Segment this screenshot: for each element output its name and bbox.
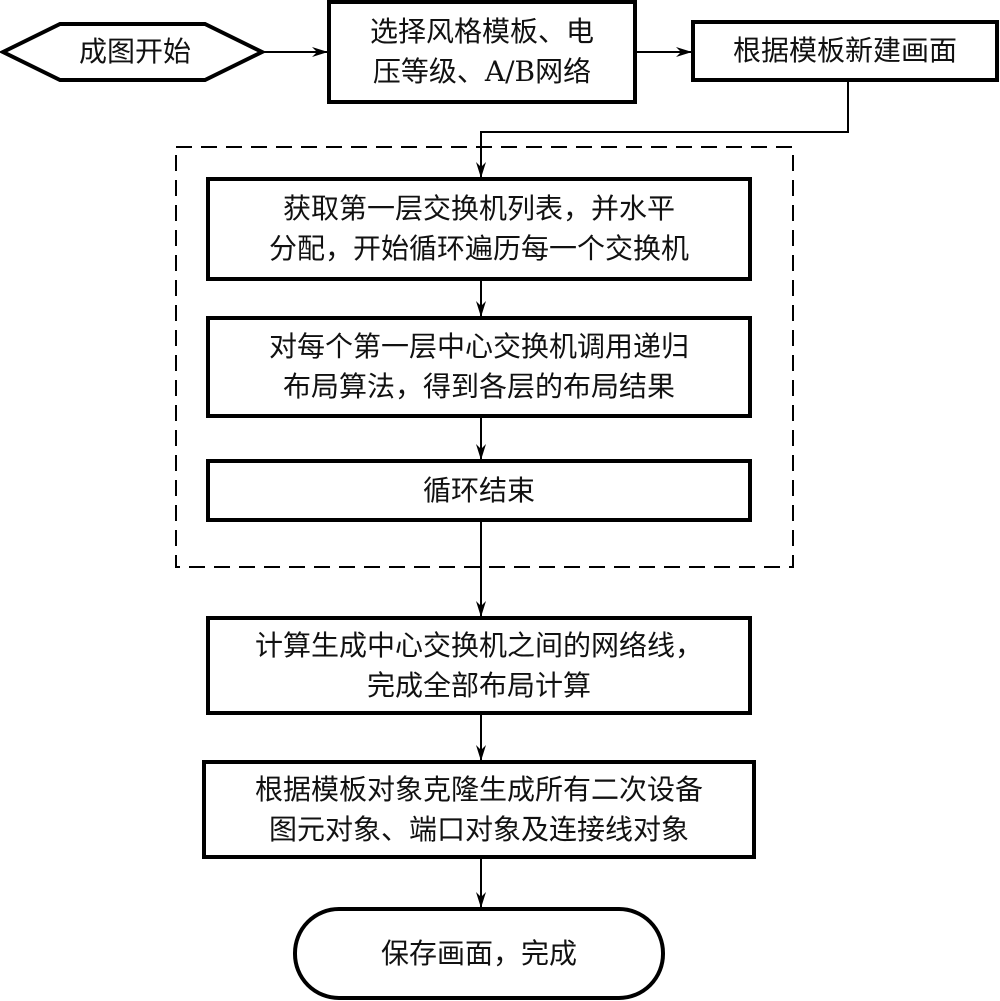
new-canvas-label: 根据模板新建画面: [732, 34, 957, 67]
get-switch-list-box-shape: [206, 177, 752, 281]
clone-objects-line-1: 根据模板对象克隆生成所有二次设备: [254, 772, 703, 806]
save-finish-label: 保存画面，完成: [380, 936, 577, 970]
save-finish-terminal-shape: [293, 907, 665, 1000]
compute-network-lines-line-2: 完成全部布局计算: [366, 668, 591, 702]
recursive-layout-box-shape: [206, 316, 752, 418]
get-switch-list-line-1: 获取第一层交换机列表，并水平: [282, 192, 675, 225]
recursive-layout-line-1: 对每个第一层中心交换机调用递归: [268, 330, 689, 363]
compute-network-lines-line-1: 计算生成中心交换机之间的网络线，: [254, 628, 703, 662]
save-finish-node: 保存画面，完成: [297, 911, 661, 996]
recursive-layout-line-2: 布局算法，得到各层的布局结果: [282, 370, 675, 403]
new-canvas-node: 根据模板新建画面: [695, 24, 995, 78]
clone-objects-node: 根据模板对象克隆生成所有二次设备 图元对象、端口对象及连接线对象: [206, 764, 752, 855]
get-switch-list-line-2: 分配，开始循环遍历每一个交换机: [268, 232, 689, 265]
select-template-line-2: 压等级、A/B网络: [372, 55, 592, 88]
clone-objects-line-2: 图元对象、端口对象及连接线对象: [268, 812, 689, 846]
start-node: 成图开始: [40, 24, 230, 80]
loop-end-label: 循环结束: [422, 473, 535, 507]
recursive-layout-node: 对每个第一层中心交换机调用递归 布局算法，得到各层的布局结果: [210, 320, 748, 414]
clone-objects-box-shape: [202, 760, 756, 859]
compute-network-lines-node: 计算生成中心交换机之间的网络线， 完成全部布局计算: [210, 620, 748, 711]
compute-network-lines-box-shape: [206, 616, 752, 715]
edge-new-canvas-to-loop: [476, 80, 849, 178]
loop-end-box-shape: [206, 459, 752, 522]
select-template-box-shape: [327, 0, 637, 104]
loop-end-node: 循环结束: [210, 463, 748, 518]
loop-group-dashed-border: [175, 146, 794, 568]
start-node-label: 成图开始: [78, 35, 191, 68]
select-template-node: 选择风格模板、电 压等级、A/B网络: [331, 4, 633, 100]
new-canvas-box-shape: [691, 20, 999, 82]
select-template-line-1: 选择风格模板、电: [369, 15, 594, 48]
get-switch-list-node: 获取第一层交换机列表，并水平 分配，开始循环遍历每一个交换机: [210, 181, 748, 277]
